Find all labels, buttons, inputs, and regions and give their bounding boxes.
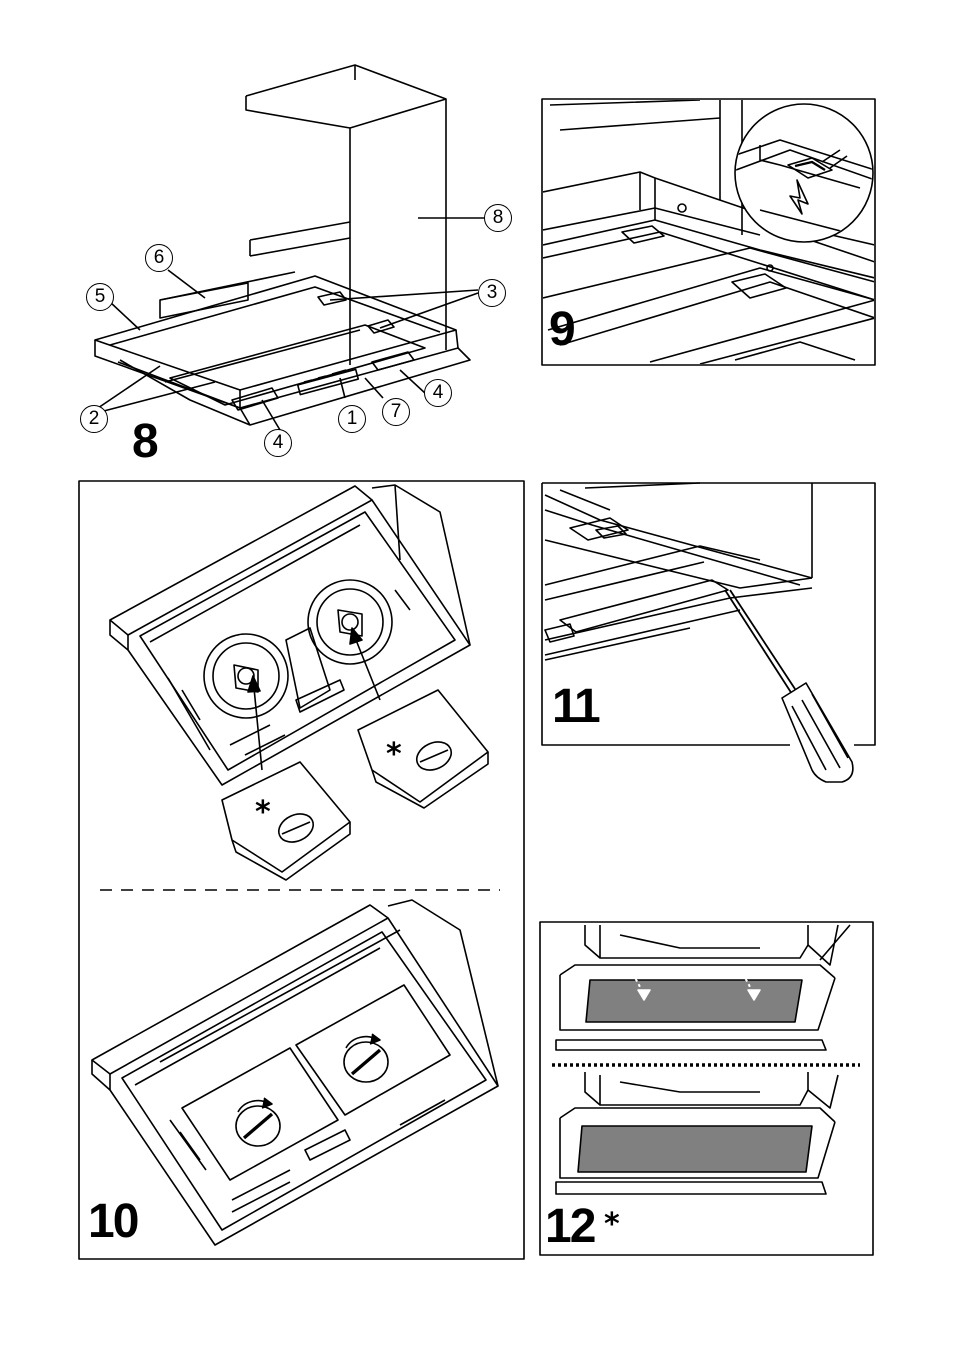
callout-2: 2 [80,405,108,433]
figure-8-number: 8 [132,418,157,466]
callout-5: 5 [86,283,114,311]
figure-9-drawing [542,99,875,365]
figure-12-asterisk: * [604,1210,620,1240]
figure-9-number: 9 [549,306,574,354]
callout-4-right: 4 [424,379,452,407]
callout-7: 7 [382,398,410,426]
figure-11-number: 11 [552,683,599,731]
callout-3: 3 [478,279,506,307]
callout-4-bottom: 4 [264,429,292,457]
figure-10-number: 10 [88,1198,137,1246]
filter-marker-left: * [255,798,271,828]
callout-8: 8 [484,204,512,232]
callout-6: 6 [145,244,173,272]
figure-12-number: 12 [545,1203,594,1251]
callout-1: 1 [338,405,366,433]
figure-11-drawing [542,483,875,782]
filter-marker-right: * [386,740,402,770]
figure-10-drawing [79,481,524,1259]
